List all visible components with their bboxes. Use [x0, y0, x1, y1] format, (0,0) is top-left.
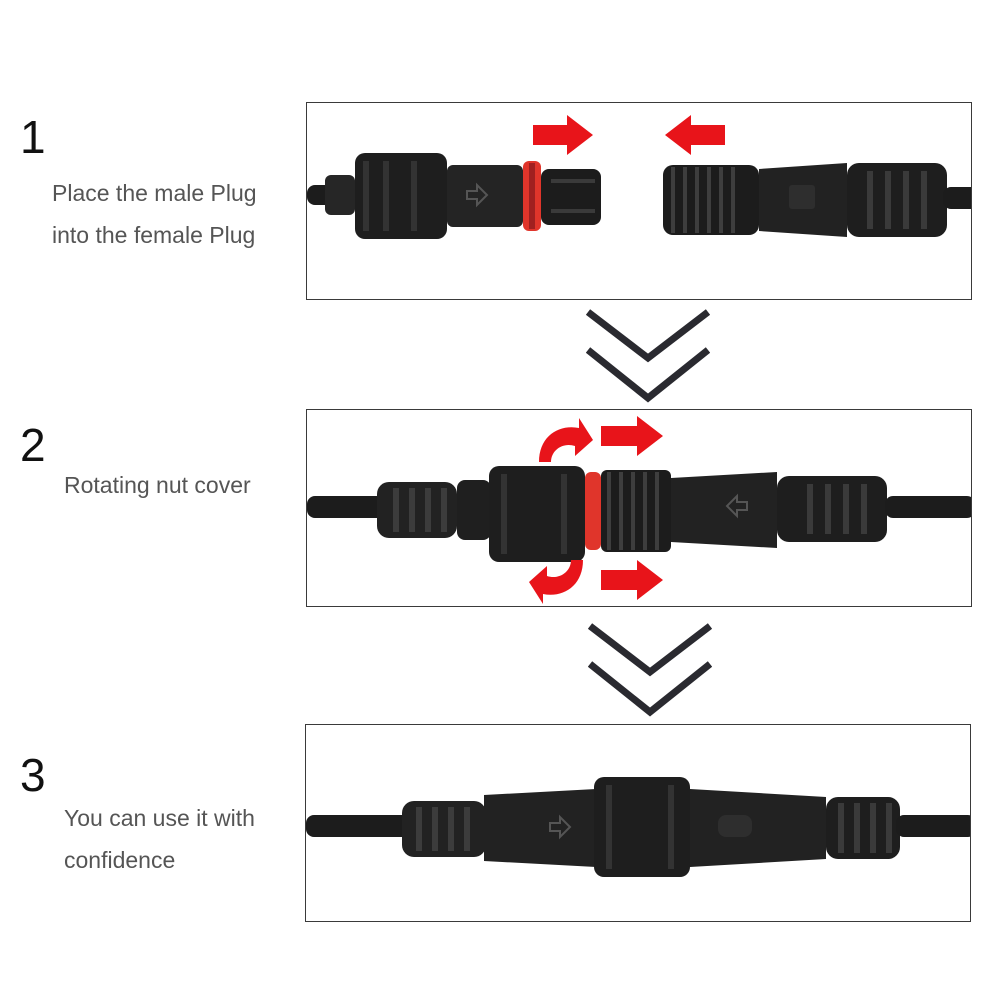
- cable-left: [307, 496, 387, 518]
- male-plug: [325, 153, 601, 239]
- step-2-number: 2: [20, 419, 46, 471]
- step-2-photo: [306, 409, 972, 607]
- female-plug: [690, 789, 900, 867]
- male-plug: [377, 466, 671, 562]
- down-chevron-icon: [586, 309, 710, 403]
- red-arrow-icon: [601, 560, 663, 600]
- curved-arrow-icon: [539, 418, 593, 462]
- step-3-caption-line-2: confidence: [64, 847, 176, 873]
- cable-right: [896, 815, 970, 837]
- step-2-caption: Rotating nut cover: [64, 464, 251, 506]
- step-1-caption: Place the male Plug into the female Plug: [52, 172, 257, 256]
- female-plug: [663, 163, 947, 237]
- step-1-number: 1: [20, 111, 46, 163]
- step-3-caption: You can use it with confidence: [64, 797, 255, 881]
- step-1-caption-line-1: Place the male Plug: [52, 180, 257, 206]
- step-1-photo: [306, 102, 972, 300]
- cable-left: [306, 815, 416, 837]
- step-3-photo: [305, 724, 971, 922]
- cable-right: [885, 496, 971, 518]
- red-arrow-icon: [533, 115, 593, 155]
- step-2-caption-line-1: Rotating nut cover: [64, 472, 251, 498]
- red-arrow-icon: [601, 416, 663, 456]
- red-seal-ring: [585, 472, 601, 550]
- male-plug: [402, 777, 690, 877]
- cable-right: [943, 187, 971, 209]
- step-3-number: 3: [20, 749, 46, 801]
- curved-arrow-icon: [529, 560, 583, 604]
- step-1-caption-line-2: into the female Plug: [52, 222, 256, 248]
- red-arrow-icon: [665, 115, 725, 155]
- down-chevron-icon: [588, 623, 712, 717]
- step-3-caption-line-1: You can use it with: [64, 805, 255, 831]
- female-plug: [671, 472, 887, 548]
